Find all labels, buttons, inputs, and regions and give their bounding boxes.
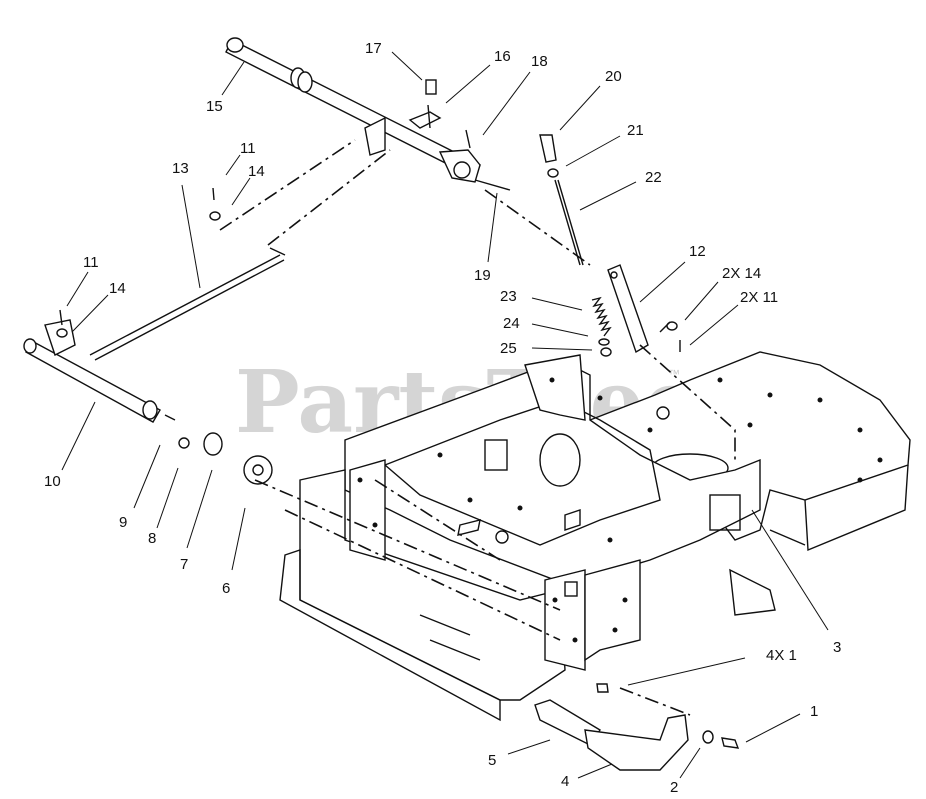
callout-15: 15 [206,98,223,115]
callout-2x-14: 2X 14 [722,265,761,282]
callout-11-left: 11 [83,254,99,271]
frame-holes [357,377,883,643]
watermark-trademark: ™ [668,367,680,381]
callout-6: 6 [222,580,230,597]
callout-21: 21 [627,122,644,139]
callout-8: 8 [148,530,156,547]
callout-18: 18 [531,53,548,70]
callout-labels: 1 2 3 4X 1 4 5 6 7 8 9 10 11 11 12 13 14… [44,40,841,796]
callout-3: 3 [833,639,841,656]
callout-4: 4 [561,773,569,790]
upper-linkage [225,37,681,357]
callout-2x-11: 2X 11 [740,289,778,306]
callout-23: 23 [500,288,517,305]
callout-1: 1 [810,703,818,720]
callout-24: 24 [503,315,520,332]
callout-9: 9 [119,514,127,531]
lower-parts [534,683,740,771]
callout-14-upper: 14 [248,163,265,180]
callout-5: 5 [488,752,496,769]
callout-10: 10 [44,473,61,490]
main-frame [279,351,911,722]
callout-2: 2 [670,779,678,796]
callout-20: 20 [605,68,622,85]
leader-lines [61,51,829,779]
callout-11-upper: 11 [240,140,256,157]
callout-7: 7 [180,556,188,573]
callout-16: 16 [494,48,511,65]
callout-14-left: 14 [109,280,126,297]
callout-22: 22 [645,169,662,186]
callout-13: 13 [172,160,189,177]
callout-17: 17 [365,40,382,57]
callout-4x-1: 4X 1 [766,647,797,664]
assembly-lines [219,139,736,716]
left-linkage [23,187,286,485]
callout-25: 25 [500,340,517,357]
callout-12: 12 [689,243,706,260]
callout-19: 19 [474,267,491,284]
